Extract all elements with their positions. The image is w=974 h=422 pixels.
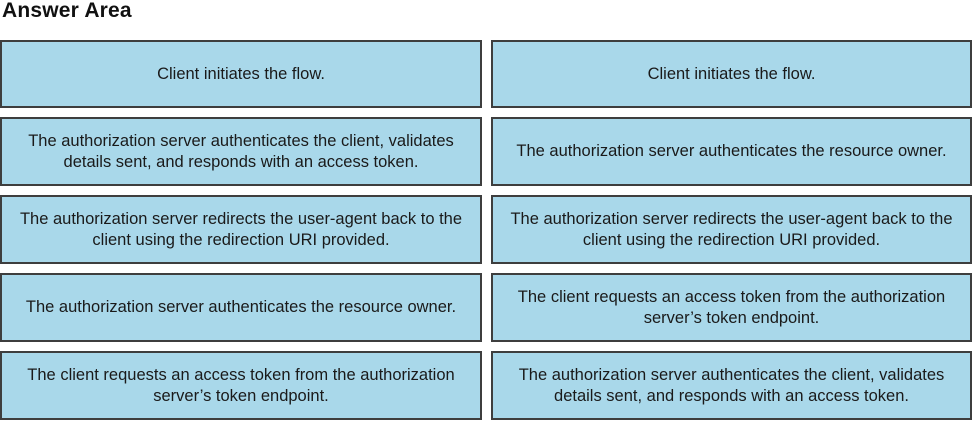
step-box-request-token[interactable]: The client requests an access token from… bbox=[0, 351, 482, 420]
answer-label: The authorization server authenticates t… bbox=[518, 365, 945, 405]
answer-slot-3[interactable]: The authorization server redirects the u… bbox=[491, 195, 972, 264]
step-label: The client requests an access token from… bbox=[27, 365, 455, 405]
step-label: The authorization server redirects the u… bbox=[19, 209, 463, 249]
answer-label: The authorization server authenticates t… bbox=[516, 142, 947, 160]
step-box-client-initiates[interactable]: Client initiates the flow. bbox=[0, 40, 482, 108]
step-box-redirect-user-agent[interactable]: The authorization server redirects the u… bbox=[0, 195, 482, 264]
answer-label: Client initiates the flow. bbox=[647, 64, 816, 83]
answer-slot-2[interactable]: The authorization server authenticates t… bbox=[491, 117, 972, 186]
answer-slot-4[interactable]: The client requests an access token from… bbox=[491, 273, 972, 342]
step-label: The authorization server authenticates t… bbox=[25, 298, 457, 316]
step-box-authenticate-client[interactable]: The authorization server authenticates t… bbox=[0, 117, 482, 186]
step-label: The authorization server authenticates t… bbox=[28, 131, 454, 171]
answer-slot-5[interactable]: The authorization server authenticates t… bbox=[491, 351, 972, 420]
answer-label: The authorization server redirects the u… bbox=[510, 209, 953, 249]
step-label: Client initiates the flow. bbox=[157, 64, 325, 83]
step-box-authenticate-owner[interactable]: The authorization server authenticates t… bbox=[0, 273, 482, 342]
answer-slot-1[interactable]: Client initiates the flow. bbox=[491, 40, 972, 108]
answer-area-title: Answer Area bbox=[2, 0, 132, 22]
answer-label: The client requests an access token from… bbox=[517, 287, 946, 327]
